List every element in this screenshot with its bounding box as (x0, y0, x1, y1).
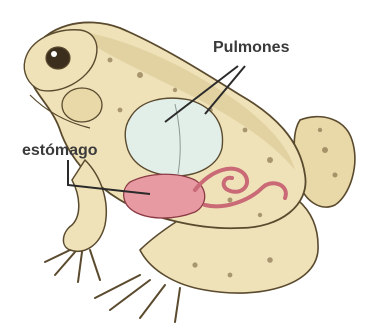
frog-eye (46, 47, 70, 69)
stomach-organ (124, 174, 205, 218)
frog-front-toes (45, 250, 100, 282)
frog-hind-toes (95, 275, 180, 322)
frog-tympanum (62, 88, 102, 122)
frog-eye-highlight (51, 51, 57, 57)
lungs-label: Pulmones (213, 39, 290, 56)
stomach-label: estómago (22, 142, 98, 159)
